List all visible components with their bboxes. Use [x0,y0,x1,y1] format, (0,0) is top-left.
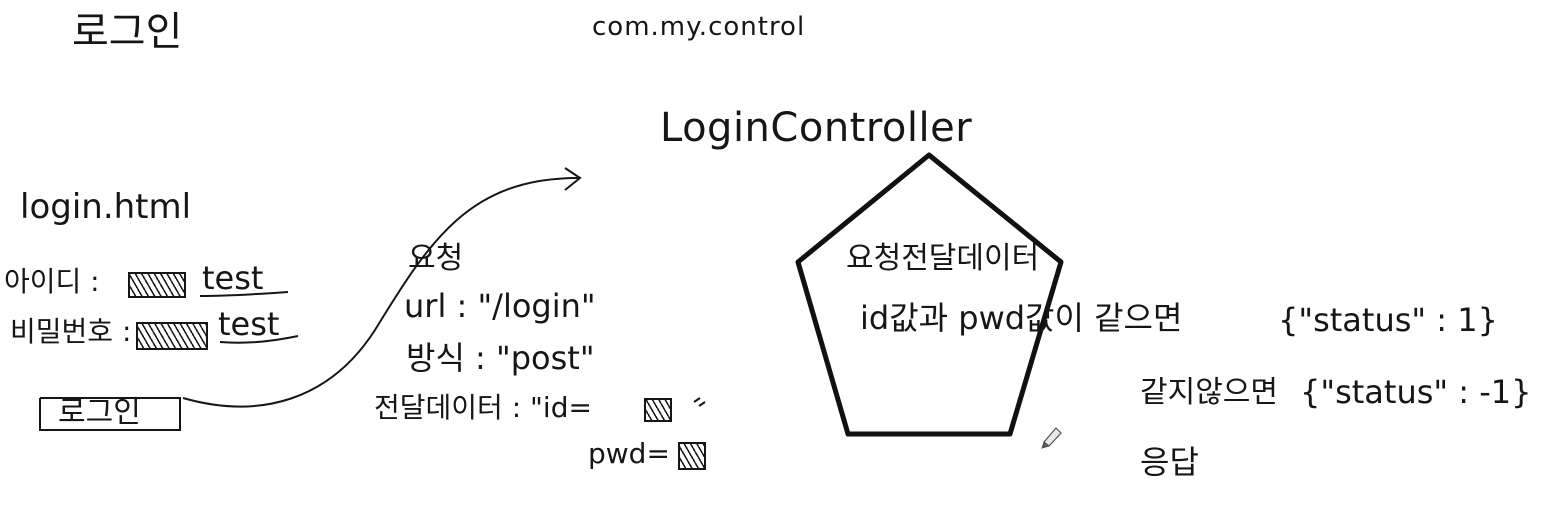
request-data-line: 전달데이터 : "id= [374,391,592,424]
login-button-label: 로그인 [58,395,141,430]
id-value-underline [199,291,289,297]
request-heading: 요청 [408,241,464,276]
request-method-line: 방식 : "post" [406,339,595,377]
controller-line-1: 요청전달데이터 [846,241,1040,276]
arrow-head [564,167,582,191]
pwd-field-value: test [218,305,280,343]
pwd-input-scribble [136,322,208,350]
id-field-label: 아이디 : [4,265,100,298]
package-name: com.my.control [592,12,806,42]
controller-pentagon [795,152,1064,437]
request-pwd-line: pwd= [588,437,670,470]
controller-name: LoginController [660,105,973,151]
response-diff: {"status" : -1} [1300,373,1532,411]
response-same: {"status" : 1} [1278,301,1498,339]
controller-line-2: id값과 pwd값이 같으면 [860,299,1183,337]
request-url-line: url : "/login" [404,287,596,325]
pwd-field-label: 비밀번호 : [10,315,132,348]
response-diff-prefix: 같지않으면 [1140,375,1278,410]
pwd-value-underline [219,335,299,344]
response-label: 응답 [1140,443,1199,481]
pencil-cursor-icon [1041,427,1062,449]
client-file-name: login.html [20,187,192,227]
id-field-value: test [202,259,264,297]
pwd-data-scribble [678,442,706,470]
page-title: 로그인 [72,9,183,55]
pen-mark [693,397,706,407]
request-flow-arrow [182,177,579,408]
id-input-scribble [128,272,186,298]
id-data-scribble [644,398,672,422]
login-button-outline [39,397,181,431]
